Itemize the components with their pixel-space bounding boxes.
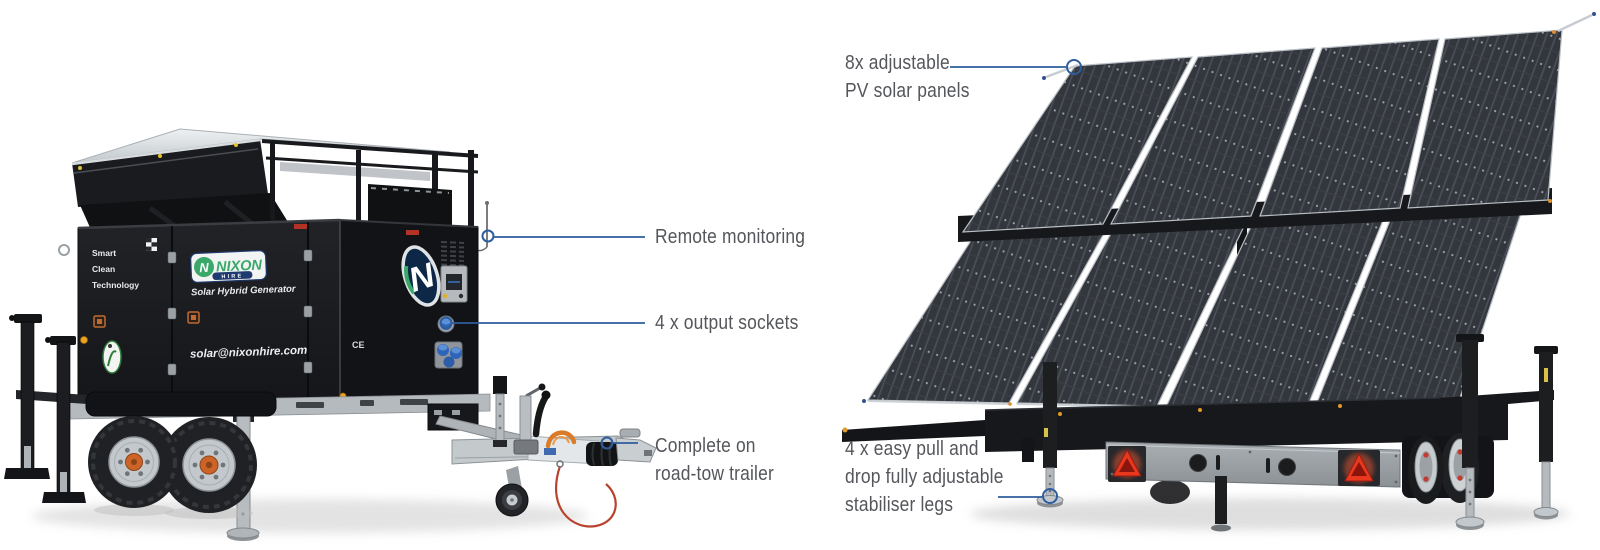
stabiliser-leg-front-right-solar <box>1455 334 1485 530</box>
brand-sub-text: HIRE <box>221 273 243 280</box>
label-road-tow-line2: road-tow trailer <box>655 462 774 485</box>
label-pv-panels-line2: PV solar panels <box>845 79 970 102</box>
road-wheel-rear <box>161 417 257 519</box>
callout-marker-remote-monitoring <box>481 229 495 243</box>
panel-edge-rail <box>1557 13 1593 33</box>
pv-panel <box>961 56 1194 233</box>
label-output-sockets-line: 4 x output sockets <box>655 311 799 334</box>
stabiliser-leg-mid-solar <box>1211 476 1231 532</box>
jockey-wheel <box>495 383 546 517</box>
coiled-cable <box>545 430 577 449</box>
logo-n-roundel <box>194 257 215 278</box>
product-name-text: Solar Hybrid Generator <box>191 284 297 299</box>
logo-n-letter: N <box>199 260 210 275</box>
label-road-tow-line1: Complete on <box>655 434 756 457</box>
stabiliser-leg-rear-left <box>42 336 86 503</box>
checker-sticker <box>146 238 157 251</box>
side-text-technology: Technology <box>92 280 139 290</box>
label-stabiliser-legs: 4 x easy pull and drop fully adjustable … <box>845 435 1004 519</box>
pv-panel <box>1259 38 1440 217</box>
pv-panel-row-lower <box>866 209 1523 414</box>
side-text-smart: Smart <box>92 248 116 258</box>
handbrake-lever <box>532 394 549 438</box>
pv-panel <box>1109 47 1316 225</box>
callout-output-sockets <box>439 316 645 330</box>
side-panel-graphics: Smart Clean Technology <box>92 238 200 374</box>
nixon-emblem: N <box>401 245 441 307</box>
eco-sticker <box>102 340 122 374</box>
vent-grille <box>440 241 465 267</box>
label-pv-panels: 8x adjustable PV solar panels <box>845 49 970 105</box>
hitch-label <box>544 448 556 455</box>
email-text: solar@nixonhire.com <box>190 345 308 361</box>
callout-road-tow <box>600 436 638 450</box>
callout-marker-stabiliser-legs <box>1042 488 1058 504</box>
label-stabiliser-legs-line1: 4 x easy pull and <box>845 437 979 460</box>
array-mounting-beam <box>958 188 1552 242</box>
monitoring-control-panel <box>440 265 468 303</box>
stabiliser-leg-rear-right-solar <box>1533 346 1559 520</box>
ground-shadow-left <box>32 499 588 533</box>
nixon-hire-logo: N NIXON HIRE <box>190 250 267 283</box>
callout-pv-panels <box>950 59 1082 75</box>
orange-warning-sticker <box>93 315 106 328</box>
mudguard <box>85 391 277 417</box>
label-remote-monitoring-line: Remote monitoring <box>655 225 806 248</box>
orange-warning-sticker <box>187 311 200 324</box>
ground-shadow-right <box>970 498 1570 530</box>
label-stabiliser-legs-line3: stabiliser legs <box>845 493 954 516</box>
label-remote-monitoring: Remote monitoring <box>655 223 805 251</box>
solar-array-trailer-photo <box>842 12 1596 532</box>
callout-marker-road-tow <box>600 436 614 450</box>
pv-panel-row-upper <box>961 29 1563 233</box>
label-road-tow: Complete on road-tow trailer <box>655 432 774 488</box>
callout-stabiliser-legs <box>998 488 1058 504</box>
label-stabiliser-legs-line2: drop fully adjustable <box>845 465 1004 488</box>
ce-mark-text: CE <box>352 340 365 350</box>
label-pv-panels-line1: 8x adjustable <box>845 51 950 74</box>
generator-trailer-photo: Smart Clean Technology <box>4 128 657 541</box>
panel-edge-rail <box>1045 63 1079 79</box>
stabiliser-leg-front-left <box>4 314 50 479</box>
brand-name-text: NIXON <box>216 258 263 276</box>
side-text-clean: Clean <box>92 264 115 274</box>
solar-trailer-deck <box>842 395 1509 462</box>
callout-marker-pv-panels <box>1066 59 1082 75</box>
raised-stabiliser-leg <box>493 376 507 447</box>
lifting-loop <box>58 244 70 256</box>
pv-panel <box>1407 29 1563 209</box>
amber-marker-light <box>80 336 88 344</box>
callout-marker-output-sockets <box>439 316 453 330</box>
callout-remote-monitoring <box>481 229 645 243</box>
control-face: N CE <box>352 241 468 369</box>
road-wheel-front <box>88 416 180 516</box>
reflector-triangle-left <box>1112 448 1142 478</box>
breakaway-cable <box>554 465 617 528</box>
callout-graphics <box>439 59 1082 504</box>
reflector-triangle-right <box>1344 452 1374 483</box>
door-hinges <box>167 249 313 376</box>
label-output-sockets: 4 x output sockets <box>655 309 799 337</box>
trailer-rear-panel <box>1105 441 1401 488</box>
far-side-tyre <box>1150 480 1190 504</box>
